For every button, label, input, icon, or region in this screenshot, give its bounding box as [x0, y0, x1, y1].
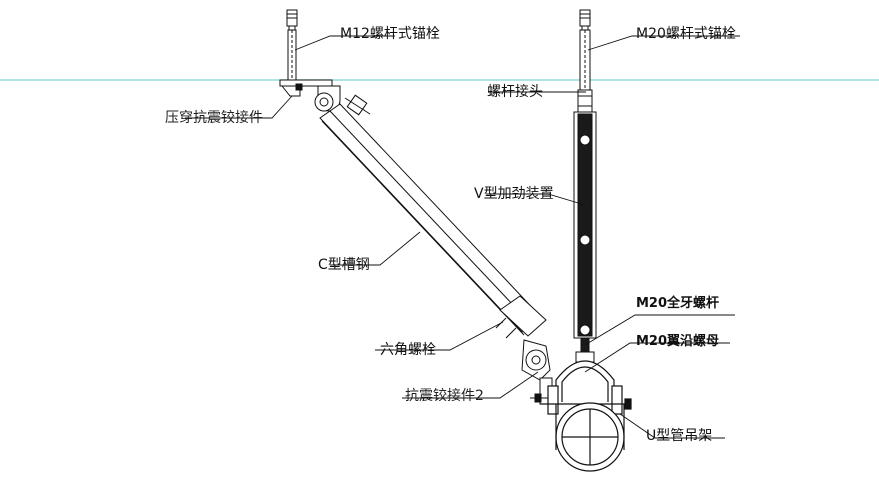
label-m12-anchor: M12螺杆式锚栓 [340, 26, 440, 42]
v-stiffener [573, 111, 597, 339]
hinge-2 [521, 339, 560, 405]
label-c-channel: C型槽钢 [318, 257, 370, 273]
press-hinge-bracket [279, 79, 341, 112]
rod-coupler [577, 89, 593, 113]
c-channel-brace [319, 103, 543, 336]
label-hinge-2: 抗震铰接件2 [405, 388, 484, 404]
label-m20-anchor: M20螺杆式锚栓 [636, 26, 736, 42]
label-v-stiffener: V型加劲装置 [474, 186, 554, 202]
label-rod-coupler: 螺杆接头 [487, 84, 543, 100]
label-m20-rod: M20全牙螺杆 [636, 296, 720, 311]
label-u-hanger: U型管吊架 [646, 428, 713, 444]
label-hex-bolt: 六角螺栓 [380, 342, 436, 358]
leader-lines [185, 35, 740, 439]
u-pipe-hanger [540, 360, 632, 472]
m12-anchor-bolt [286, 9, 298, 81]
label-m20-flange-nut: M20翼沿螺母 [636, 334, 720, 349]
label-press-hinge: 压穿抗震铰接件 [165, 110, 263, 126]
top-side-bolt [344, 94, 371, 116]
